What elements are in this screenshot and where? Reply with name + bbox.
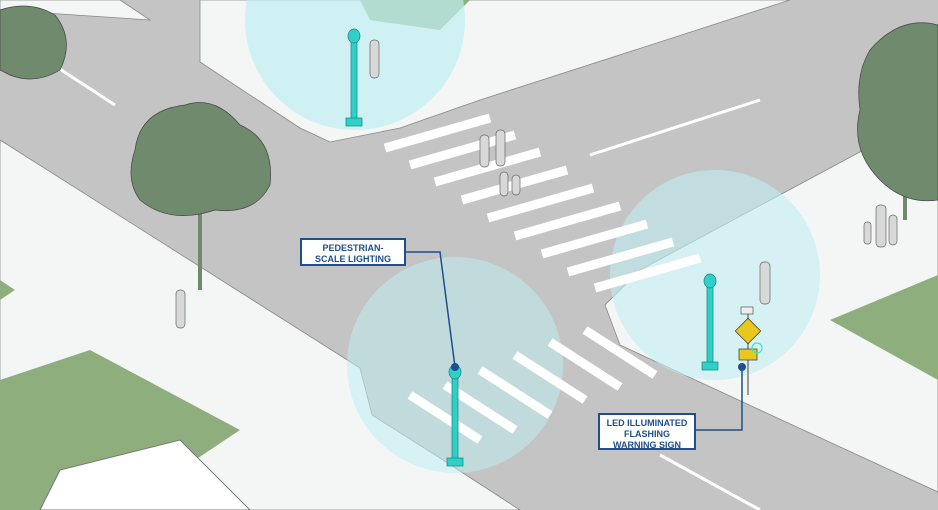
sign-leader-line [695,367,743,431]
street-lamp-icon [701,273,719,371]
grass-left-small [0,280,15,300]
grass-right [830,275,938,380]
pedestrian-warning-sign-icon [734,306,763,395]
tree-icon [0,5,67,80]
pedestrian-scale-lighting-label: PEDESTRIAN-SCALE LIGHTING [300,238,406,266]
tree-icon [857,22,938,220]
tree-icon [130,102,271,290]
pedestrian-icon [175,39,898,329]
street-lamp-icon [345,28,363,127]
led-flashing-warning-sign-label: LED ILLUMINATED FLASHING WARNING SIGN [598,413,696,450]
light-glow [610,170,820,380]
house-roof [39,439,251,510]
lighting-leader-line [405,251,456,368]
sidewalk-top-left [0,0,152,21]
crosswalk-top [383,113,702,293]
